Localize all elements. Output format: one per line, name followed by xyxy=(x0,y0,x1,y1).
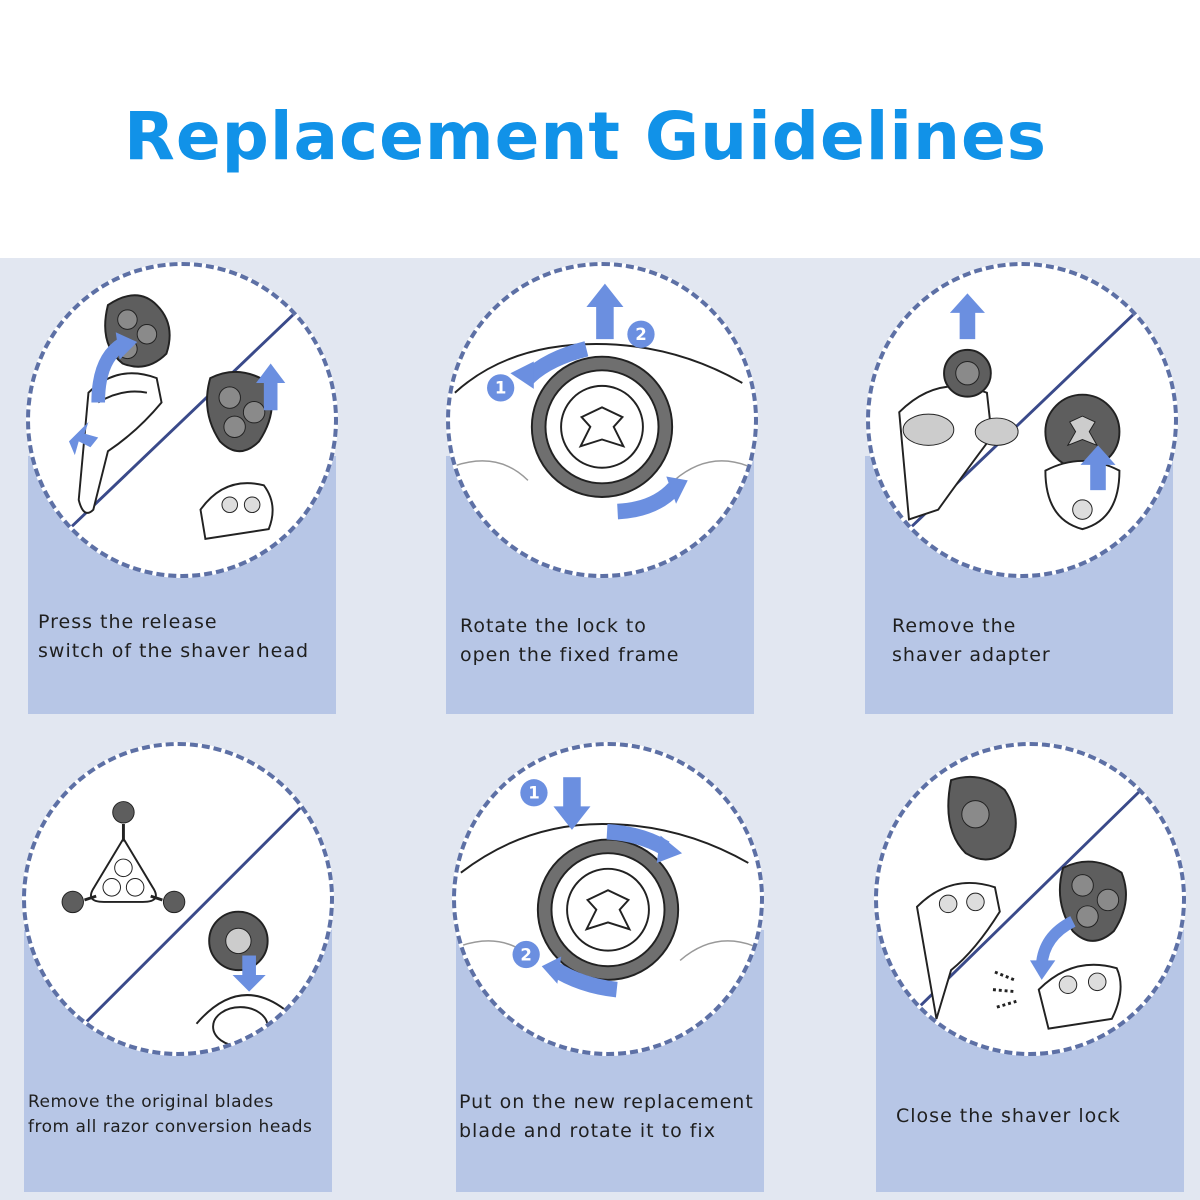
step-caption-2: Rotate the lock to open the fixed frame xyxy=(460,615,680,666)
step-illustration-1 xyxy=(26,262,338,578)
step-illustration-3 xyxy=(866,262,1178,578)
step-caption-1: Press the release switch of the shaver h… xyxy=(38,611,310,662)
remove-blades-icon xyxy=(61,801,305,1048)
rotate-lock-open-icon: 1 2 xyxy=(454,283,748,520)
release-switch-icon xyxy=(67,294,295,540)
step-illustration-6 xyxy=(874,742,1186,1056)
marker-2: 2 xyxy=(635,325,647,344)
step-caption-5: Put on the new replacement blade and rot… xyxy=(459,1091,754,1142)
header: Replacement Guidelines xyxy=(0,0,1200,258)
step-illustration-4 xyxy=(22,742,334,1056)
close-lock-icon xyxy=(915,775,1143,1030)
step-caption-4: Remove the original blades from all razo… xyxy=(28,1092,313,1137)
rotate-lock-close-icon: 1 2 xyxy=(460,777,754,998)
marker-1: 1 xyxy=(528,784,540,803)
step-illustration-5: 1 2 xyxy=(452,742,764,1056)
step-illustration-2: 1 2 xyxy=(446,262,758,578)
marker-1: 1 xyxy=(495,379,507,398)
marker-2: 2 xyxy=(520,945,532,964)
remove-adapter-icon xyxy=(898,293,1135,531)
step-caption-3: Remove the shaver adapter xyxy=(892,615,1051,666)
page-title: Replacement Guidelines xyxy=(124,98,1047,175)
step-caption-6: Close the shaver lock xyxy=(896,1105,1121,1127)
